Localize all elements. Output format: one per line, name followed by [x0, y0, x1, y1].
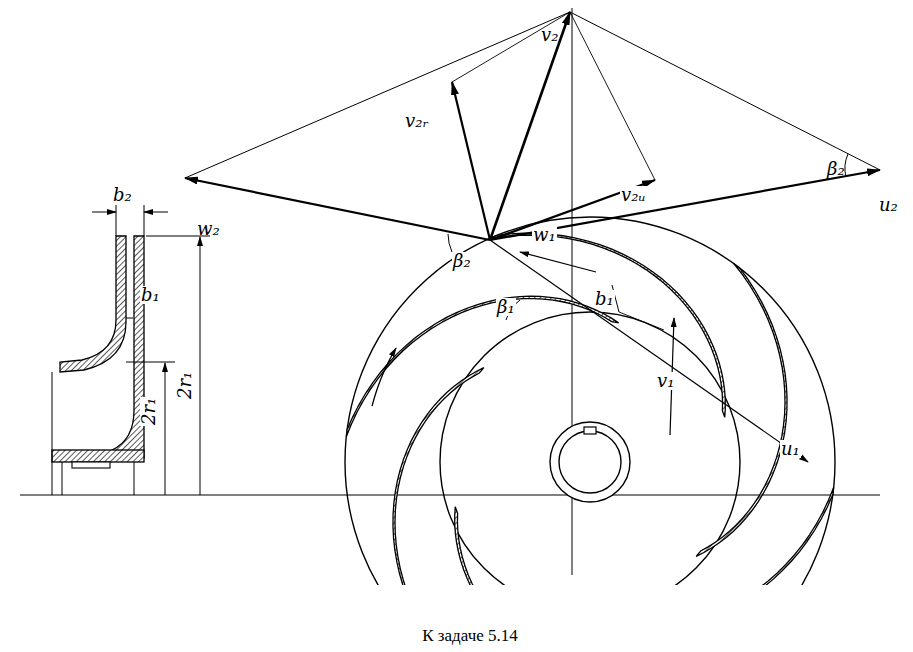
velocity-vector: [490, 240, 808, 462]
outer-circle: [345, 217, 835, 585]
dimension-label: b₁: [140, 286, 161, 304]
dimension-arrow: [200, 237, 201, 495]
dimension-label: b₁: [594, 290, 615, 308]
projection-line: [452, 12, 655, 180]
shaft-hub: [550, 422, 630, 502]
velocity-label: v₁: [656, 372, 675, 390]
impeller: [345, 217, 835, 585]
leader-line: [619, 312, 664, 330]
angle-label: β₁: [496, 298, 516, 316]
shaft-outline: [52, 372, 134, 495]
shaft-key: [584, 427, 596, 434]
dimension-arrow: [165, 363, 166, 495]
figure-caption: К задаче 5.14: [422, 626, 517, 646]
angle-label: β₂: [826, 160, 846, 178]
blade: [346, 296, 618, 436]
velocity-label: w₂: [196, 220, 221, 238]
velocity-vector: [520, 252, 596, 272]
velocity-vector: [490, 12, 570, 240]
angle-arc: [448, 234, 452, 252]
velocity-label: v₂ᵣ: [404, 112, 430, 130]
velocity-label: v₂ᵤ: [620, 186, 647, 204]
dimension-arrow: [144, 212, 168, 213]
blade: [696, 264, 787, 557]
dimension-label: 2r₁: [176, 371, 194, 400]
dimension-label: 2r₁: [140, 397, 158, 426]
extension-line: [126, 236, 210, 362]
dimension-arrow: [92, 212, 116, 213]
meridional-section: [52, 205, 210, 495]
velocity-label: u₁: [780, 440, 801, 458]
blade: [490, 233, 725, 417]
blade: [455, 507, 690, 585]
dimension-arrow: [126, 318, 133, 319]
dimension-label: b₂: [112, 186, 133, 204]
shroud-wall: [60, 236, 126, 372]
velocity-label: u₂: [878, 196, 899, 214]
extension-line: [116, 205, 144, 236]
rotation-arrow: [372, 348, 396, 406]
inner-circle: [440, 312, 740, 585]
velocity-label: v₂: [540, 26, 559, 44]
angle-arc: [845, 154, 848, 177]
hub-disc: [52, 450, 144, 462]
velocity-vector: [452, 82, 490, 240]
triangle-line: [185, 12, 880, 178]
blade: [561, 488, 833, 585]
velocity-label: w₁: [532, 226, 557, 244]
velocity-vector: [185, 178, 490, 240]
hub-key: [72, 462, 110, 468]
axis-line: [20, 495, 880, 496]
blade: [393, 368, 484, 585]
velocity-vector: [490, 180, 655, 240]
shaft: [559, 431, 621, 493]
angle-label: β₂: [452, 252, 472, 270]
